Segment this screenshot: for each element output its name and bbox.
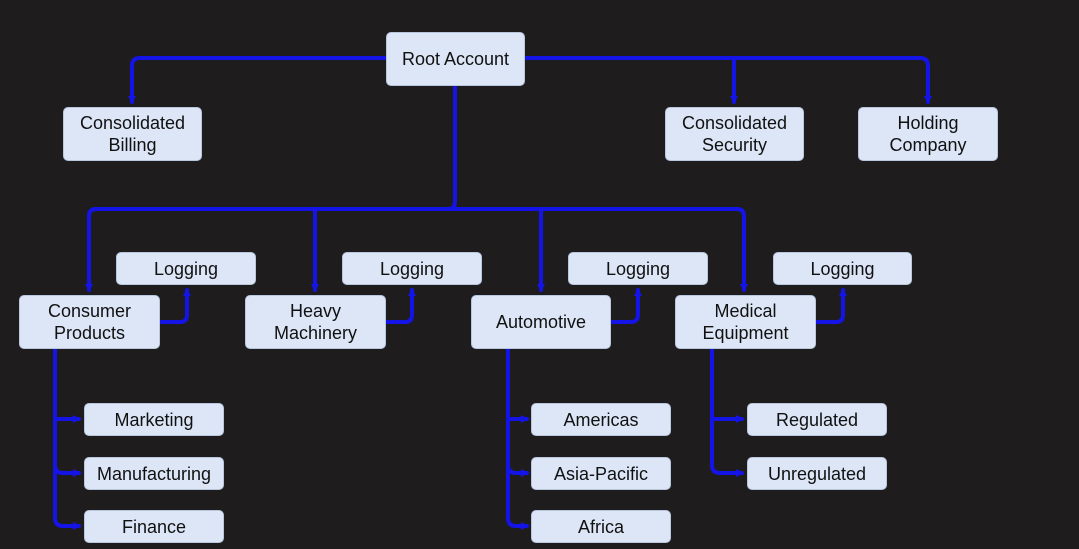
node-medical-equipment: Medical Equipment [675, 295, 816, 349]
node-finance: Finance [84, 510, 224, 543]
node-root-account: Root Account [386, 32, 525, 86]
node-manufacturing: Manufacturing [84, 457, 224, 490]
node-logging-heavy: Logging [342, 252, 482, 285]
edge-consumer-logging [158, 288, 191, 324]
node-consolidated-security: Consolidated Security [665, 107, 804, 161]
edge-medical-spine [710, 347, 722, 475]
node-logging-automotive: Logging [568, 252, 708, 285]
node-logging-consumer: Logging [116, 252, 256, 285]
node-heavy-machinery: Heavy Machinery [245, 295, 386, 349]
edge-manufacturing [53, 463, 81, 477]
node-africa: Africa [531, 510, 671, 543]
node-regulated: Regulated [747, 403, 887, 436]
edge-consumer-spine [53, 347, 65, 528]
edge-root-trunk [446, 84, 457, 211]
edge-auto-logging [609, 288, 642, 324]
edge-root-security [522, 56, 738, 104]
edge-root-billing [128, 56, 388, 104]
edge-medical-logging [814, 288, 847, 324]
node-automotive: Automotive [471, 295, 611, 349]
node-asia-pacific: Asia-Pacific [531, 457, 671, 490]
node-consumer-products: Consumer Products [19, 295, 160, 349]
edge-root-holding [732, 56, 932, 104]
node-marketing: Marketing [84, 403, 224, 436]
node-americas: Americas [531, 403, 671, 436]
edge-bus [94, 207, 746, 218]
node-consolidated-billing: Consolidated Billing [63, 107, 202, 161]
edge-asia [506, 463, 529, 477]
node-holding-company: Holding Company [858, 107, 998, 161]
edge-heavy-logging [384, 288, 416, 324]
node-unregulated: Unregulated [747, 457, 887, 490]
edge-consumer [85, 207, 98, 292]
node-logging-medical: Logging [773, 252, 912, 285]
edge-auto-spine [506, 347, 518, 528]
